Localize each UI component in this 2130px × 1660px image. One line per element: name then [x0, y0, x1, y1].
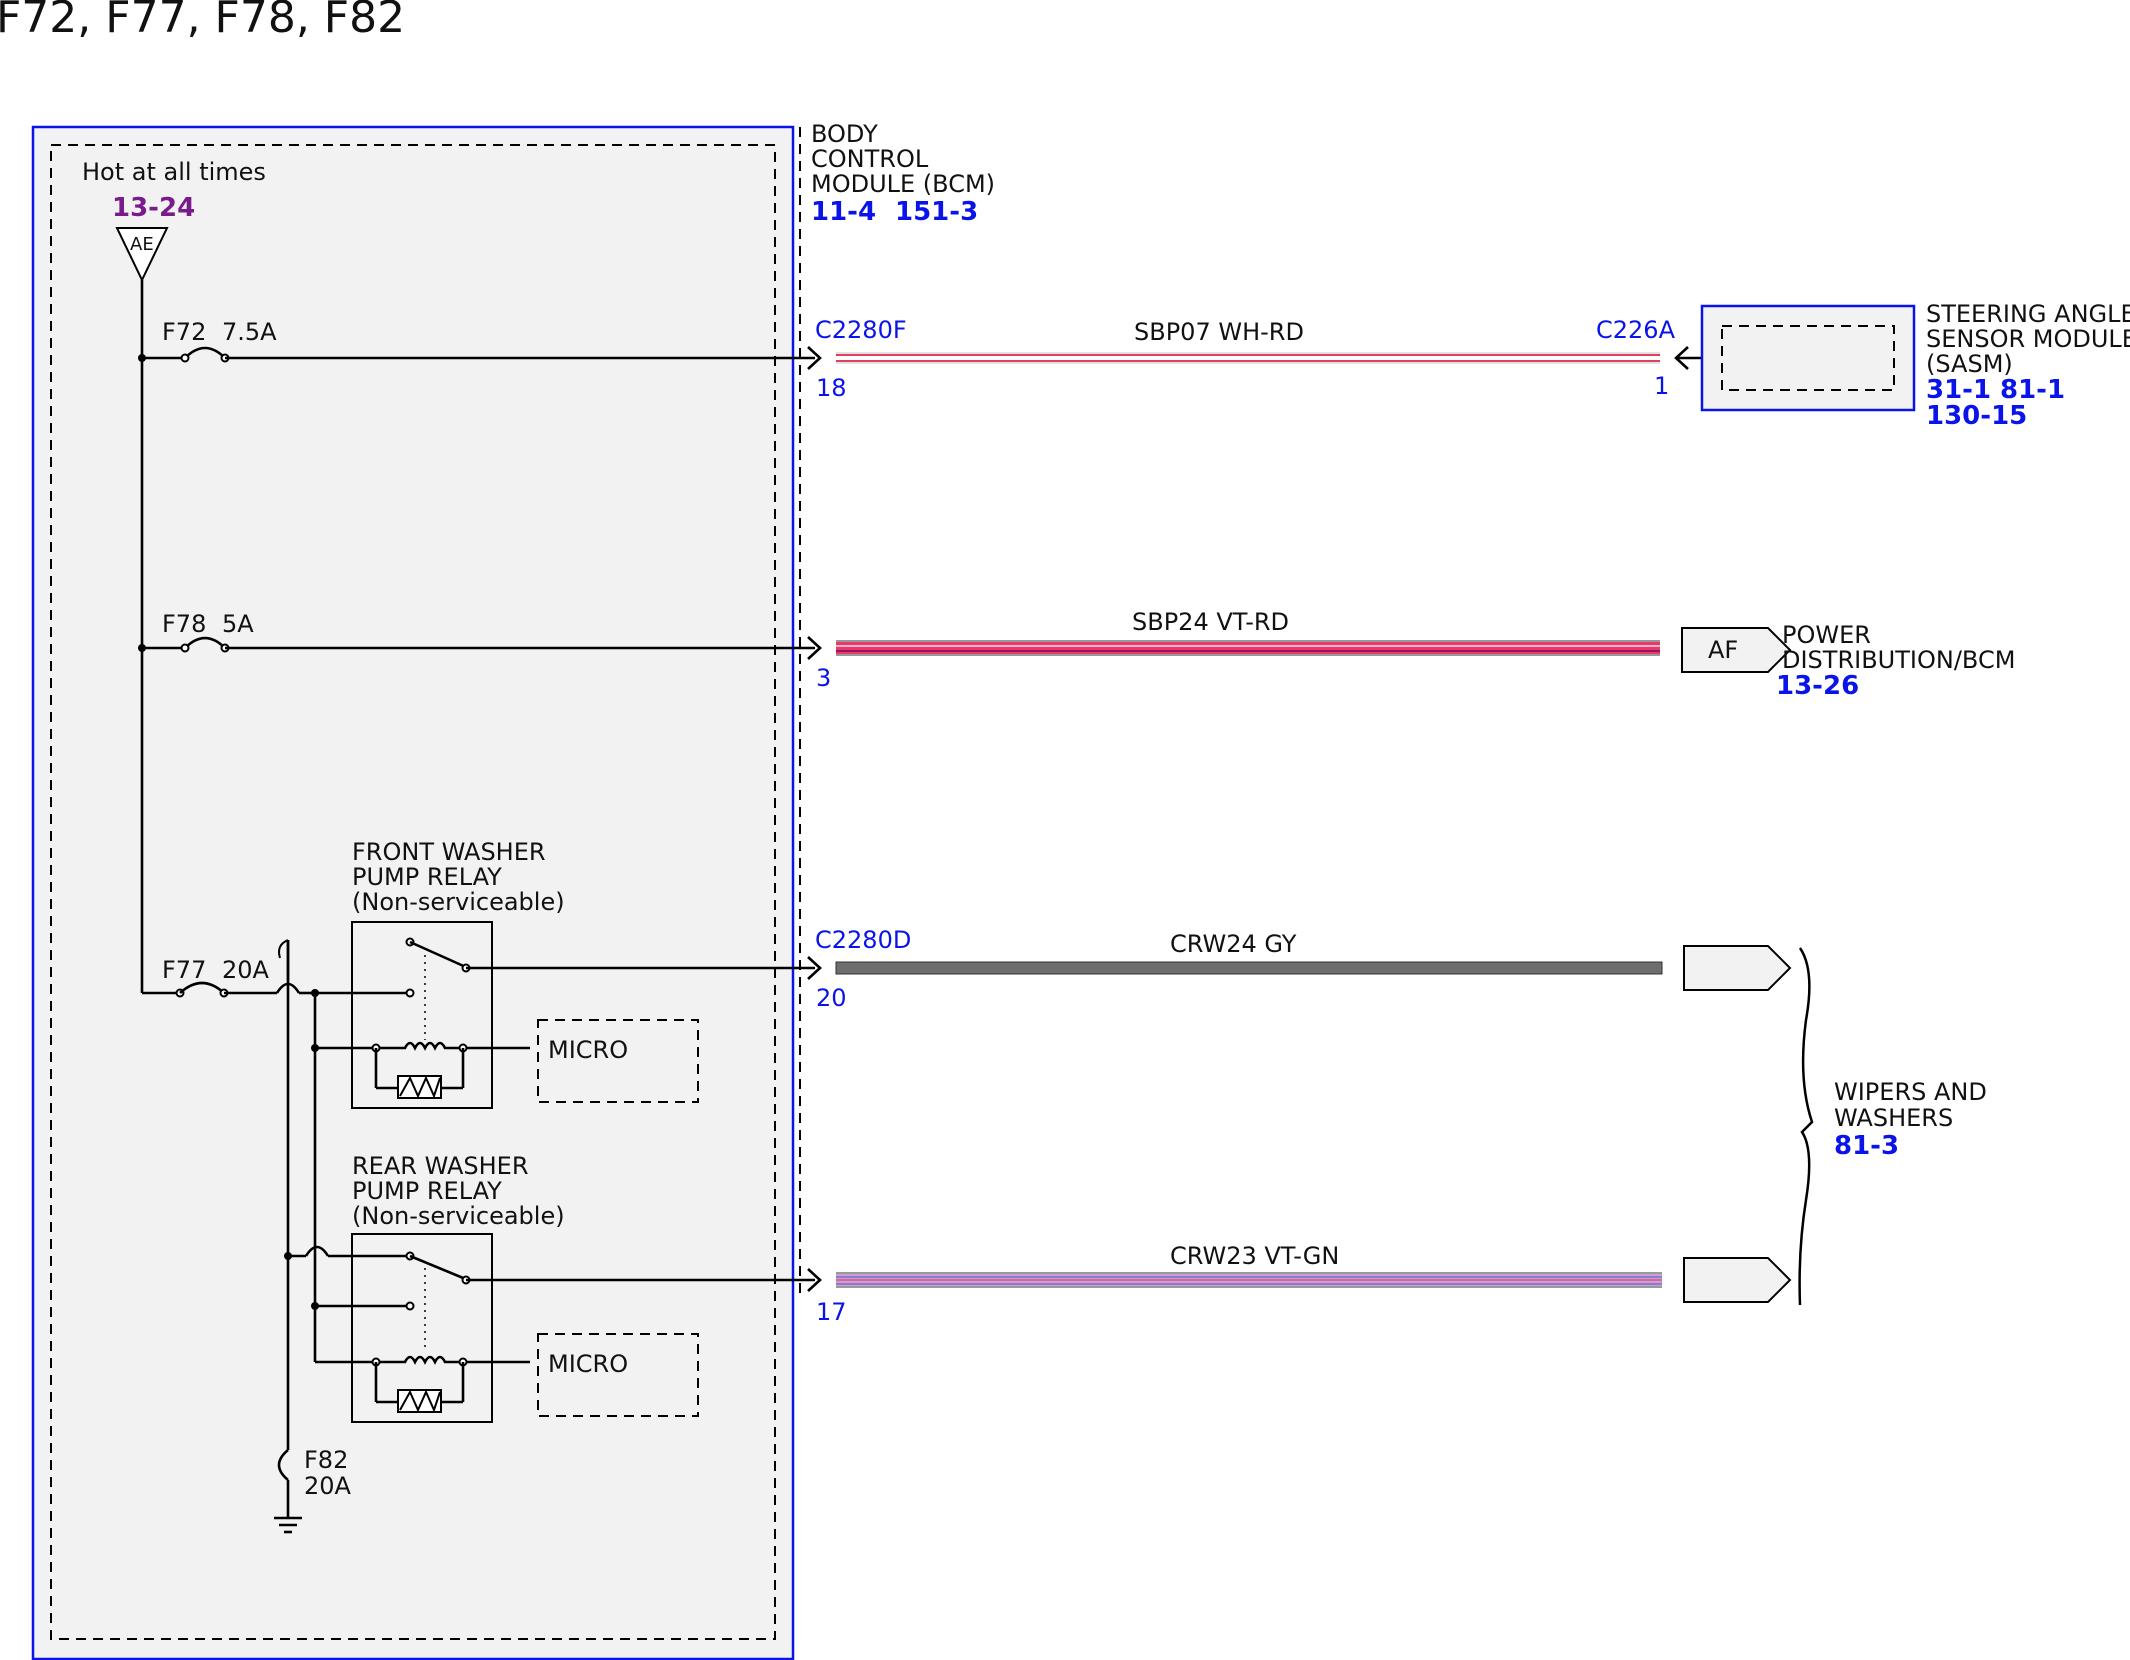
connector-c2280f: C2280F	[815, 316, 907, 344]
rear-micro-box	[537, 1333, 699, 1417]
front-relay-line1: FRONT WASHER	[352, 838, 546, 866]
wipers-brace	[1798, 947, 1814, 1306]
fuse-f82-rating: 20A	[304, 1472, 352, 1500]
bcm-line1: BODY	[811, 120, 878, 148]
pin-20: 20	[816, 984, 847, 1012]
pin-17: 17	[816, 1298, 847, 1326]
front-relay-line3: (Non-serviceable)	[352, 888, 565, 916]
front-relay-switch	[409, 940, 469, 970]
connector-18-chevron	[807, 346, 822, 370]
rear-relay-line3: (Non-serviceable)	[352, 1202, 565, 1230]
fuse-f82-name: F82	[304, 1446, 348, 1474]
rear-relay-line1: REAR WASHER	[352, 1152, 529, 1180]
fuse-f82-symbol	[277, 1449, 289, 1481]
front-relay-resistor	[399, 1075, 441, 1099]
source-code: AE	[130, 234, 154, 255]
sasm-line3: (SASM)	[1926, 350, 2013, 378]
rear-micro-label: MICRO	[548, 1350, 628, 1378]
wiper-connector-rear	[1683, 1257, 1792, 1303]
wire-sbp07-stripe-b	[836, 360, 1660, 362]
wipers-ref[interactable]: 81-3	[1834, 1131, 1899, 1161]
pin-18: 18	[816, 374, 847, 402]
front-micro-box	[537, 1019, 699, 1103]
fuse-f77-rating: 20A	[222, 956, 270, 984]
front-micro-label: MICRO	[548, 1036, 628, 1064]
power-dist-line2: DISTRIBUTION/BCM	[1782, 646, 2015, 674]
hot-label: Hot at all times	[82, 158, 266, 186]
page-title: F72, F77, F78, F82	[0, 0, 405, 43]
fuse-f78-rating: 5A	[222, 610, 254, 638]
front-relay-coil	[380, 1041, 460, 1051]
af-connector-icon	[1681, 627, 1792, 673]
front-relay-line2: PUMP RELAY	[352, 863, 502, 891]
connector-c2280d: C2280D	[815, 926, 911, 954]
fuse-f78-name: F78	[162, 610, 206, 638]
bcm-ref-2[interactable]: 151-3	[895, 197, 978, 227]
connector-17-chevron	[807, 1268, 822, 1292]
sasm-ref-1[interactable]: 31-1	[1926, 375, 1991, 405]
wire-crw24-label: CRW24 GY	[1170, 930, 1297, 958]
rear-relay-line2: PUMP RELAY	[352, 1177, 502, 1205]
bcm-line3: MODULE (BCM)	[811, 170, 995, 198]
rear-relay-resistor	[399, 1389, 441, 1413]
wipers-line1: WIPERS AND	[1834, 1078, 1987, 1106]
fuse-f72-rating: 7.5A	[222, 318, 277, 346]
fuse-f77-name: F77	[162, 956, 206, 984]
wipers-line2: WASHERS	[1834, 1104, 1953, 1132]
source-ae-triangle	[115, 227, 169, 283]
wire-sbp07-label: SBP07 WH-RD	[1134, 318, 1304, 346]
wire-sbp07	[836, 352, 1660, 364]
sasm-line2: SENSOR MODULE	[1926, 325, 2130, 353]
sasm-ref-2[interactable]: 81-1	[2000, 375, 2065, 405]
connector-c226a: C226A	[1596, 316, 1676, 344]
wiper-connector-front	[1683, 945, 1792, 991]
connector-20-chevron	[807, 956, 822, 980]
wire-sbp24	[836, 640, 1660, 656]
sasm-box	[1700, 304, 1916, 412]
front-relay-box	[351, 921, 493, 1109]
connector-3-chevron	[807, 636, 822, 660]
rear-relay-coil	[380, 1355, 460, 1365]
bcm-ref-1[interactable]: 11-4	[811, 197, 876, 227]
fuse-f77-symbol	[179, 981, 225, 994]
wire-sbp07-stripe-a	[836, 354, 1660, 356]
sasm-ref-3[interactable]: 130-15	[1926, 401, 2027, 431]
fuse-f72-name: F72	[162, 318, 206, 346]
wire-crw23-label: CRW23 VT-GN	[1170, 1242, 1339, 1270]
wire-sbp24-label: SBP24 VT-RD	[1132, 608, 1289, 636]
power-dist-code: AF	[1708, 636, 1738, 664]
power-dist-line1: POWER	[1782, 621, 1871, 649]
hot-ref[interactable]: 13-24	[112, 193, 195, 223]
fuse-box-dashed-border	[50, 144, 776, 1640]
power-dist-ref[interactable]: 13-26	[1776, 671, 1859, 701]
pin-1: 1	[1654, 372, 1669, 400]
pin-3: 3	[816, 664, 831, 692]
sasm-line1: STEERING ANGLE	[1926, 300, 2130, 328]
wire-crw24	[835, 961, 1663, 975]
bcm-line2: CONTROL	[811, 145, 929, 173]
wire-crw23	[836, 1272, 1662, 1288]
rear-relay-box	[351, 1233, 493, 1423]
rear-relay-switch	[409, 1254, 469, 1282]
